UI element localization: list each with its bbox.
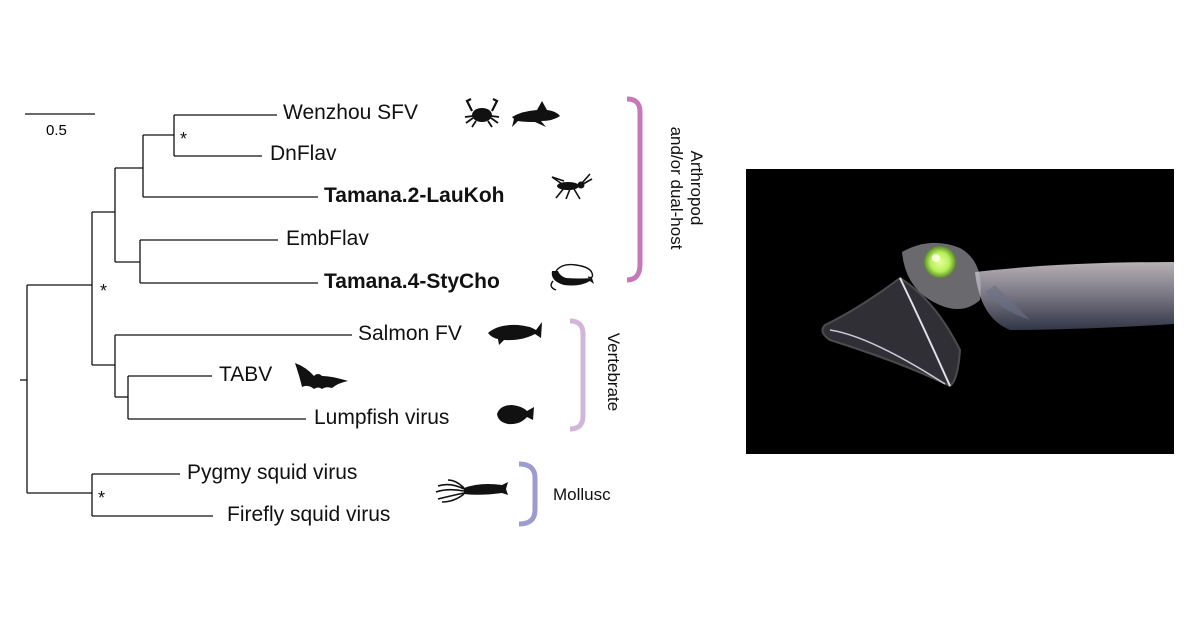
arthropod-label-line2: and/or dual-host <box>667 127 686 250</box>
eye-highlight <box>932 254 940 262</box>
crab-icon <box>464 98 500 128</box>
scale-bar-label: 0.5 <box>46 122 67 139</box>
shark-icon <box>512 101 560 127</box>
taxon-label-pygmy: Pygmy squid virus <box>187 461 357 484</box>
taxon-label-tamana4: Tamana.4-StyCho <box>324 270 500 293</box>
lumpfish-icon <box>497 405 534 425</box>
jaw-bone <box>899 277 951 387</box>
arthropod-bracket <box>626 96 643 283</box>
taxon-label-salmon: Salmon FV <box>358 322 462 345</box>
taxon-label-dnflav: DnFlav <box>270 142 337 165</box>
jaw-membrane-edge <box>829 329 946 385</box>
tree-branches <box>20 114 352 517</box>
host-silhouettes <box>295 98 594 503</box>
squid-icon <box>435 479 508 503</box>
arthropod-label-line1: Arthropod <box>687 151 706 226</box>
support-marker: * <box>100 281 107 301</box>
mollusc-bracket <box>518 461 538 527</box>
scale-bar: 0.5 <box>25 113 95 139</box>
vertebrate-label: Vertebrate <box>604 333 623 411</box>
support-marker: * <box>98 488 105 508</box>
vertebrate-bracket <box>569 318 586 432</box>
taxon-label-embflav: EmbFlav <box>286 227 369 250</box>
group-brackets <box>518 96 643 527</box>
taxon-label-wenzhou: Wenzhou SFV <box>283 101 418 124</box>
fish-jaw <box>821 276 962 388</box>
salmon-icon <box>488 322 542 345</box>
deep-sea-fish-photo <box>746 169 1174 454</box>
group-labels: Arthropod and/or dual-host Vertebrate Mo… <box>553 127 706 504</box>
insect-icon <box>551 173 593 200</box>
support-marker: * <box>180 129 187 149</box>
fish-eye <box>924 246 956 278</box>
taxon-label-tabv: TABV <box>219 363 272 386</box>
taxon-label-tamana2: Tamana.2-LauKoh <box>324 184 504 207</box>
taxon-labels: Wenzhou SFV DnFlav Tamana.2-LauKoh EmbFl… <box>187 101 504 526</box>
taxon-label-firefly: Firefly squid virus <box>227 503 390 526</box>
fish-fin <box>985 285 1030 320</box>
bat-icon <box>295 363 348 389</box>
fish-body <box>975 262 1174 330</box>
taxon-label-lumpfish: Lumpfish virus <box>314 406 449 429</box>
dragonfish-icon <box>550 263 594 291</box>
mollusc-label: Mollusc <box>553 485 611 504</box>
